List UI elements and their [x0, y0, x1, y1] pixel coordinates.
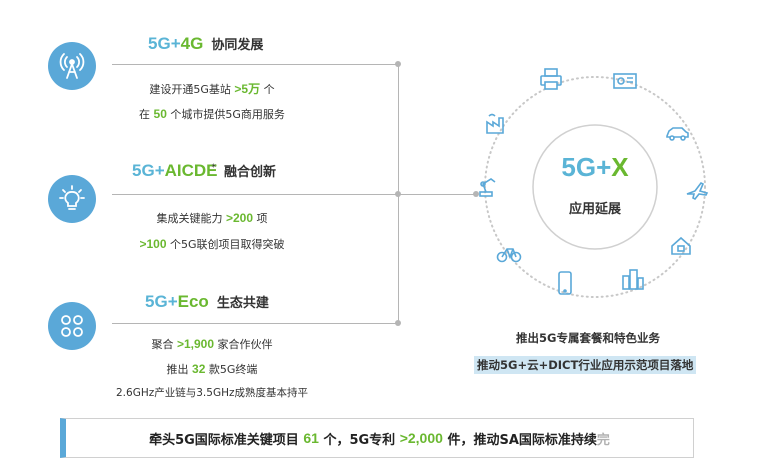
bicycle-icon [496, 248, 522, 263]
section3-divider [112, 323, 398, 324]
center-subtitle: 应用延展 [568, 202, 621, 217]
robot-arm-icon [479, 178, 496, 197]
right-caption-1: 推出5G专属套餐和特色业务 [516, 331, 660, 345]
bottom-summary-box: 牵头5G国际标准关键项目 61 个，5G专利 >2,000 件，推动SA国际标准… [60, 418, 694, 458]
section3-line2: 推出 32 款5G终端 [166, 362, 258, 376]
clover-icon [48, 302, 96, 350]
airplane-icon [686, 181, 709, 201]
buildings-icon [622, 269, 644, 290]
section3-line3: 2.6GHz产业链与3.5GHz成熟度基本持平 [116, 387, 308, 399]
section1-divider [112, 64, 398, 65]
smart-home-icon [671, 236, 691, 255]
connector-horizontal [398, 194, 476, 195]
antenna-icon [48, 42, 96, 90]
factory-icon [486, 113, 504, 134]
center-title: 5G+X [561, 152, 629, 182]
right-caption-2: 推动5G+云+DICT行业应用示范项目落地 [474, 356, 697, 374]
section2-line1: 集成关键能力 >200 项 [156, 211, 268, 225]
connector-node-top [395, 61, 401, 67]
connector-node-bottom [395, 320, 401, 326]
section3-title: 5G+Eco 生态共建 [145, 292, 269, 311]
section1-line1: 建设开通5G基站 >5万 个 [149, 82, 275, 96]
lightbulb-icon [48, 175, 96, 223]
car-icon [666, 127, 689, 141]
application-ring [484, 76, 706, 298]
connector-node-right [473, 191, 479, 197]
printer-icon [540, 68, 562, 90]
section1-title: 5G+4G 协同发展 [148, 34, 264, 53]
smartphone-icon [558, 271, 572, 295]
media-player-icon [613, 73, 637, 89]
section2-line2: >100 个5G联创项目取得突破 [139, 237, 285, 251]
section1-line2: 在 50 个城市提供5G商用服务 [139, 107, 285, 121]
section3-line1: 聚合 >1,900 家合作伙伴 [151, 337, 273, 351]
section2-title: 5G+AICDE* 融合创新 [132, 161, 277, 180]
section2-divider [112, 194, 398, 195]
